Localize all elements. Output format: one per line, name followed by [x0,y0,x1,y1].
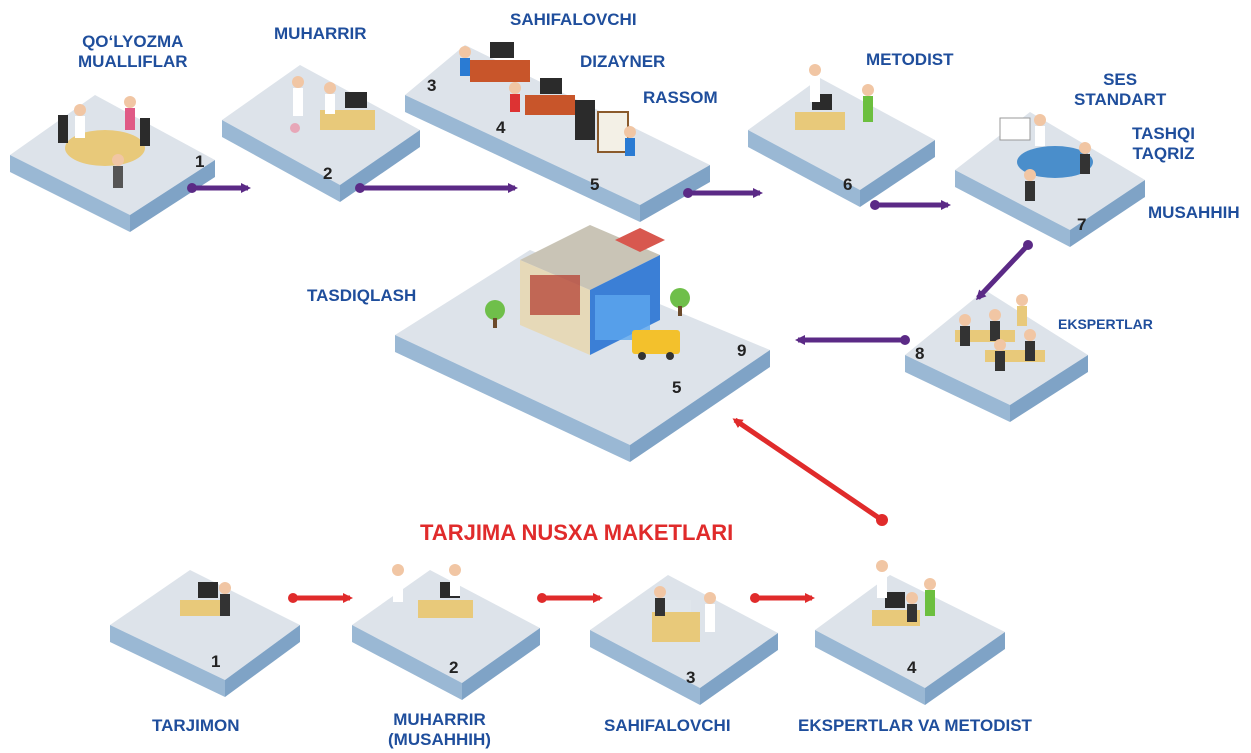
bottom-label-editor: MUHARRIR (MUSAHHIH) [388,710,491,750]
label-editor: MUHARRIR [274,24,367,43]
label-authors-line1: QO‘LYOZMA [82,32,184,51]
bottom-step-number-2: 2 [449,658,459,677]
step-number-2: 2 [323,164,333,183]
label-experts: EKSPERTLAR [1058,316,1153,332]
label-review: TASHQI TAQRIZ [1132,124,1195,164]
step-number-7: 7 [1077,215,1087,234]
arrow-6-to-7 [870,200,951,210]
label-artist: RASSOM [643,88,718,107]
step-number-4: 4 [496,118,506,137]
bottom-step-number-3: 3 [686,668,696,687]
step-number-3: 3 [427,76,437,95]
step-number-8: 8 [915,344,925,363]
label-proofreader: MUSAHHIH [1148,203,1240,222]
label-approval: TASDIQLASH [307,286,417,305]
label-standard-line2: STANDART [1074,90,1167,109]
arrow-5-to-6 [683,188,763,198]
label-review-line2: TAQRIZ [1132,144,1195,163]
label-standard: SES STANDART [1074,70,1166,110]
bottom-label-experts-methodist: EKSPERTLAR VA METODIST [798,716,1032,735]
label-authors: QO‘LYOZMA MUALLIFLAR [78,32,188,72]
label-designer: DIZAYNER [580,52,666,71]
arrow-b3-to-b4 [750,593,815,603]
step-number-5: 5 [590,175,600,194]
platform-b1-translator [110,570,300,697]
bottom-label-editor-line2: (MUSAHHIH) [388,730,491,749]
bottom-step-number-1: 1 [211,652,221,671]
platform-6-methodist [748,78,935,207]
step-number-9: 9 [737,341,747,360]
step-number-6: 6 [843,175,853,194]
platform-b4-experts [815,575,1005,705]
platform-3-design-studio [405,45,710,222]
bottom-label-layout: SAHIFALOVCHI [604,716,731,735]
label-standard-line1: SES [1103,70,1138,89]
label-authors-line2: MUALLIFLAR [78,52,188,71]
arrow-b2-to-b3 [537,593,603,603]
translation-title: TARJIMA NUSXA MAKETLARI [420,520,734,545]
label-layout: SAHIFALOVCHI [510,10,637,29]
arrow-8-to-9 [795,335,910,345]
desk-scene-icon [58,42,1093,642]
arrow-b4-to-approval [732,417,888,526]
step-number-1: 1 [195,152,205,171]
bottom-label-editor-line1: MUHARRIR [393,710,486,729]
bottom-step-number-4: 4 [907,658,917,677]
arrow-2-to-5 [355,183,518,193]
platform-7-review [955,112,1145,247]
label-review-line1: TASHQI [1132,124,1195,143]
red-flow-arrows [288,417,888,603]
step-number-5-approval: 5 [672,378,682,397]
label-methodist: METODIST [866,50,954,69]
platform-2-editor [222,65,420,202]
purple-flow-arrows [187,183,1033,345]
arrow-7-to-8 [975,240,1033,301]
bottom-label-translator: TARJIMON [152,716,240,735]
arrow-1-to-2 [187,183,251,193]
arrow-b1-to-b2 [288,593,353,603]
